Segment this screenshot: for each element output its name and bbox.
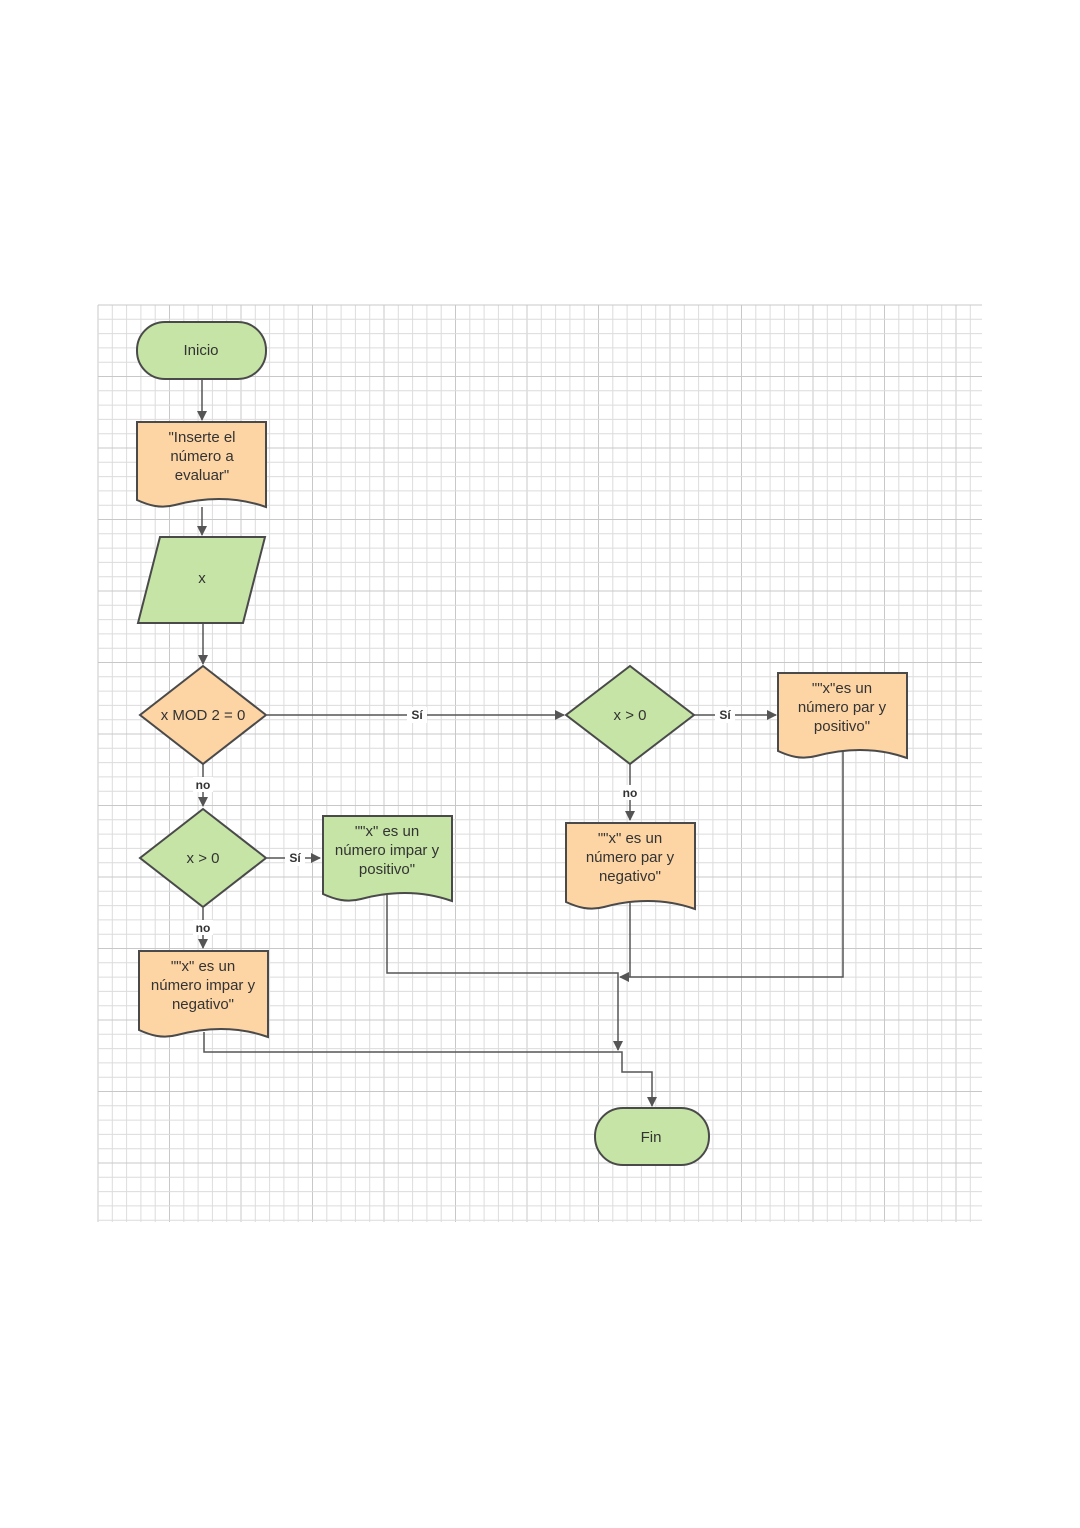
- node-label-line: Inicio: [183, 342, 218, 359]
- node-pos-odd: x > 0: [138, 807, 268, 909]
- edge-label-bg: [193, 777, 213, 792]
- node-label-line: número a: [170, 448, 234, 465]
- node-pos-even: x > 0: [564, 664, 696, 766]
- edge-label-bg: [715, 707, 735, 723]
- node-odd-neg: ""x" es un número impar y negativo": [138, 950, 269, 1039]
- node-label-line: evaluar": [175, 467, 230, 484]
- node-even-pos: ""x"es un número par y positivo": [777, 672, 908, 760]
- node-label-line: x > 0: [187, 850, 220, 867]
- grid-background: [97, 304, 982, 1222]
- node-even-neg: ""x" es un número par y negativo": [565, 822, 696, 911]
- node-label-line: ""x"es un: [812, 680, 872, 697]
- node-label-line: negativo": [172, 996, 234, 1013]
- node-even-pos-label: ""x"es un número par y positivo": [798, 680, 887, 735]
- node-input-label: x: [198, 570, 206, 587]
- node-label-line: número impar y: [335, 842, 440, 859]
- node-pos-even-label: x > 0: [614, 707, 647, 724]
- edge-label-poseven-yes: Sí: [719, 708, 731, 722]
- node-fin: Fin: [594, 1107, 710, 1166]
- node-inicio: Inicio: [136, 321, 267, 380]
- edge-oddpos-merge: [386, 895, 623, 1051]
- node-even-neg-label: ""x" es un número par y negativo": [586, 830, 675, 885]
- node-label-line: ""x" es un: [355, 823, 419, 840]
- edge-labels: Sí Sí no no Sí no: [193, 707, 735, 935]
- node-label-line: Fin: [641, 1129, 662, 1146]
- edge-label-bg: [407, 707, 427, 723]
- node-label-line: "Inserte el: [168, 429, 235, 446]
- node-label-line: número par y: [586, 849, 675, 866]
- node-odd-pos-label: ""x" es un número impar y positivo": [335, 823, 440, 878]
- edge-label-poseven-no: no: [623, 786, 638, 800]
- node-fin-label: Fin: [641, 1129, 662, 1146]
- node-label-line: x > 0: [614, 707, 647, 724]
- node-mod: x MOD 2 = 0: [138, 664, 268, 766]
- edge-label-posodd-yes: Sí: [289, 851, 301, 865]
- node-label-line: positivo": [359, 861, 415, 878]
- node-prompt-label: "Inserte el número a evaluar": [168, 429, 235, 484]
- edge-label-bg: [285, 850, 305, 866]
- edge-evenpos-merge: [619, 752, 844, 982]
- edge-oddneg-merge: [203, 1032, 657, 1107]
- node-label-line: número par y: [798, 699, 887, 716]
- edge-label-bg: [193, 920, 213, 935]
- edge-label-mod-no: no: [196, 778, 211, 792]
- node-mod-label: x MOD 2 = 0: [161, 707, 246, 724]
- node-label-line: ""x" es un: [598, 830, 662, 847]
- node-label-line: número impar y: [151, 977, 256, 994]
- node-label-line: x: [198, 570, 206, 587]
- node-label-line: ""x" es un: [171, 958, 235, 975]
- node-label-line: x MOD 2 = 0: [161, 707, 246, 724]
- node-prompt: "Inserte el número a evaluar": [136, 421, 267, 509]
- edge-label-bg: [620, 785, 640, 800]
- node-pos-odd-label: x > 0: [187, 850, 220, 867]
- node-odd-pos: ""x" es un número impar y positivo": [322, 815, 453, 903]
- edge-label-mod-yes: Sí: [411, 708, 423, 722]
- node-odd-neg-label: ""x" es un número impar y negativo": [151, 958, 256, 1013]
- node-label-line: positivo": [814, 718, 870, 735]
- node-input: x: [136, 536, 267, 624]
- node-inicio-label: Inicio: [183, 342, 218, 359]
- node-label-line: negativo": [599, 868, 661, 885]
- edge-label-posodd-no: no: [196, 921, 211, 935]
